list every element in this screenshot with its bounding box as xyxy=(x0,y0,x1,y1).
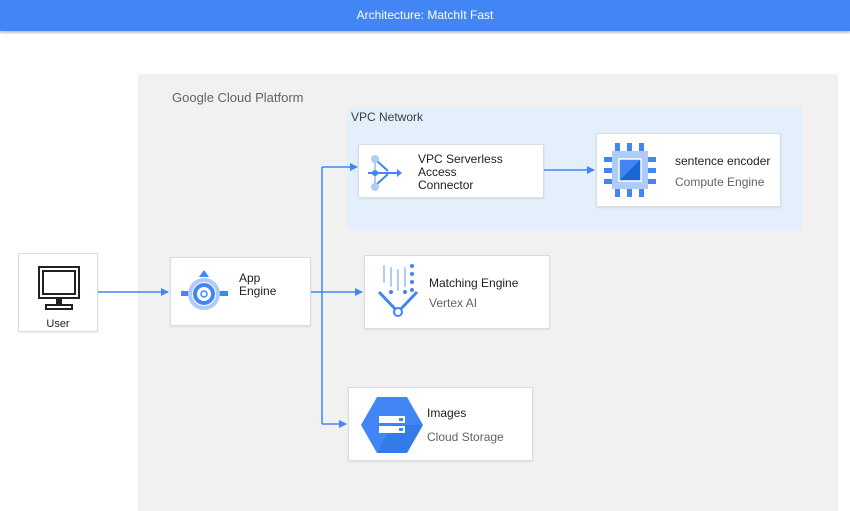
vpc-connector-label: VPC Serverless Access Connector xyxy=(418,152,503,192)
compute-engine-label: sentence encoder xyxy=(675,154,771,168)
matching-engine-node[interactable]: Matching Engine Vertex AI xyxy=(364,255,550,329)
compute-engine-icon xyxy=(604,143,656,197)
cloud-storage-node[interactable]: Images Cloud Storage xyxy=(348,387,533,461)
compute-engine-node[interactable]: sentence encoder Compute Engine xyxy=(596,133,781,207)
cloud-storage-sublabel: Cloud Storage xyxy=(427,430,504,444)
vpc-zone-label: VPC Network xyxy=(351,110,424,124)
cloud-storage-icon xyxy=(361,397,423,453)
gcp-zone-label: Google Cloud Platform xyxy=(172,90,304,105)
matching-engine-sublabel: Vertex AI xyxy=(429,296,478,310)
app-engine-node[interactable]: App Engine xyxy=(170,257,311,326)
vertex-ai-icon xyxy=(377,264,419,317)
app-engine-icon xyxy=(181,270,228,310)
diagram-title: Architecture: MatchIt Fast xyxy=(0,0,850,31)
matching-engine-label: Matching Engine xyxy=(429,276,519,290)
cloud-storage-label: Images xyxy=(427,406,467,420)
vpc-connector-node[interactable]: VPC Serverless Access Connector xyxy=(358,144,544,198)
user-node[interactable]: User xyxy=(18,253,98,332)
vpc-connector-icon xyxy=(368,155,402,191)
monitor-icon xyxy=(38,266,80,310)
user-label: User xyxy=(46,318,70,330)
compute-engine-sublabel: Compute Engine xyxy=(675,175,765,189)
app-engine-label: App Engine xyxy=(239,271,277,298)
